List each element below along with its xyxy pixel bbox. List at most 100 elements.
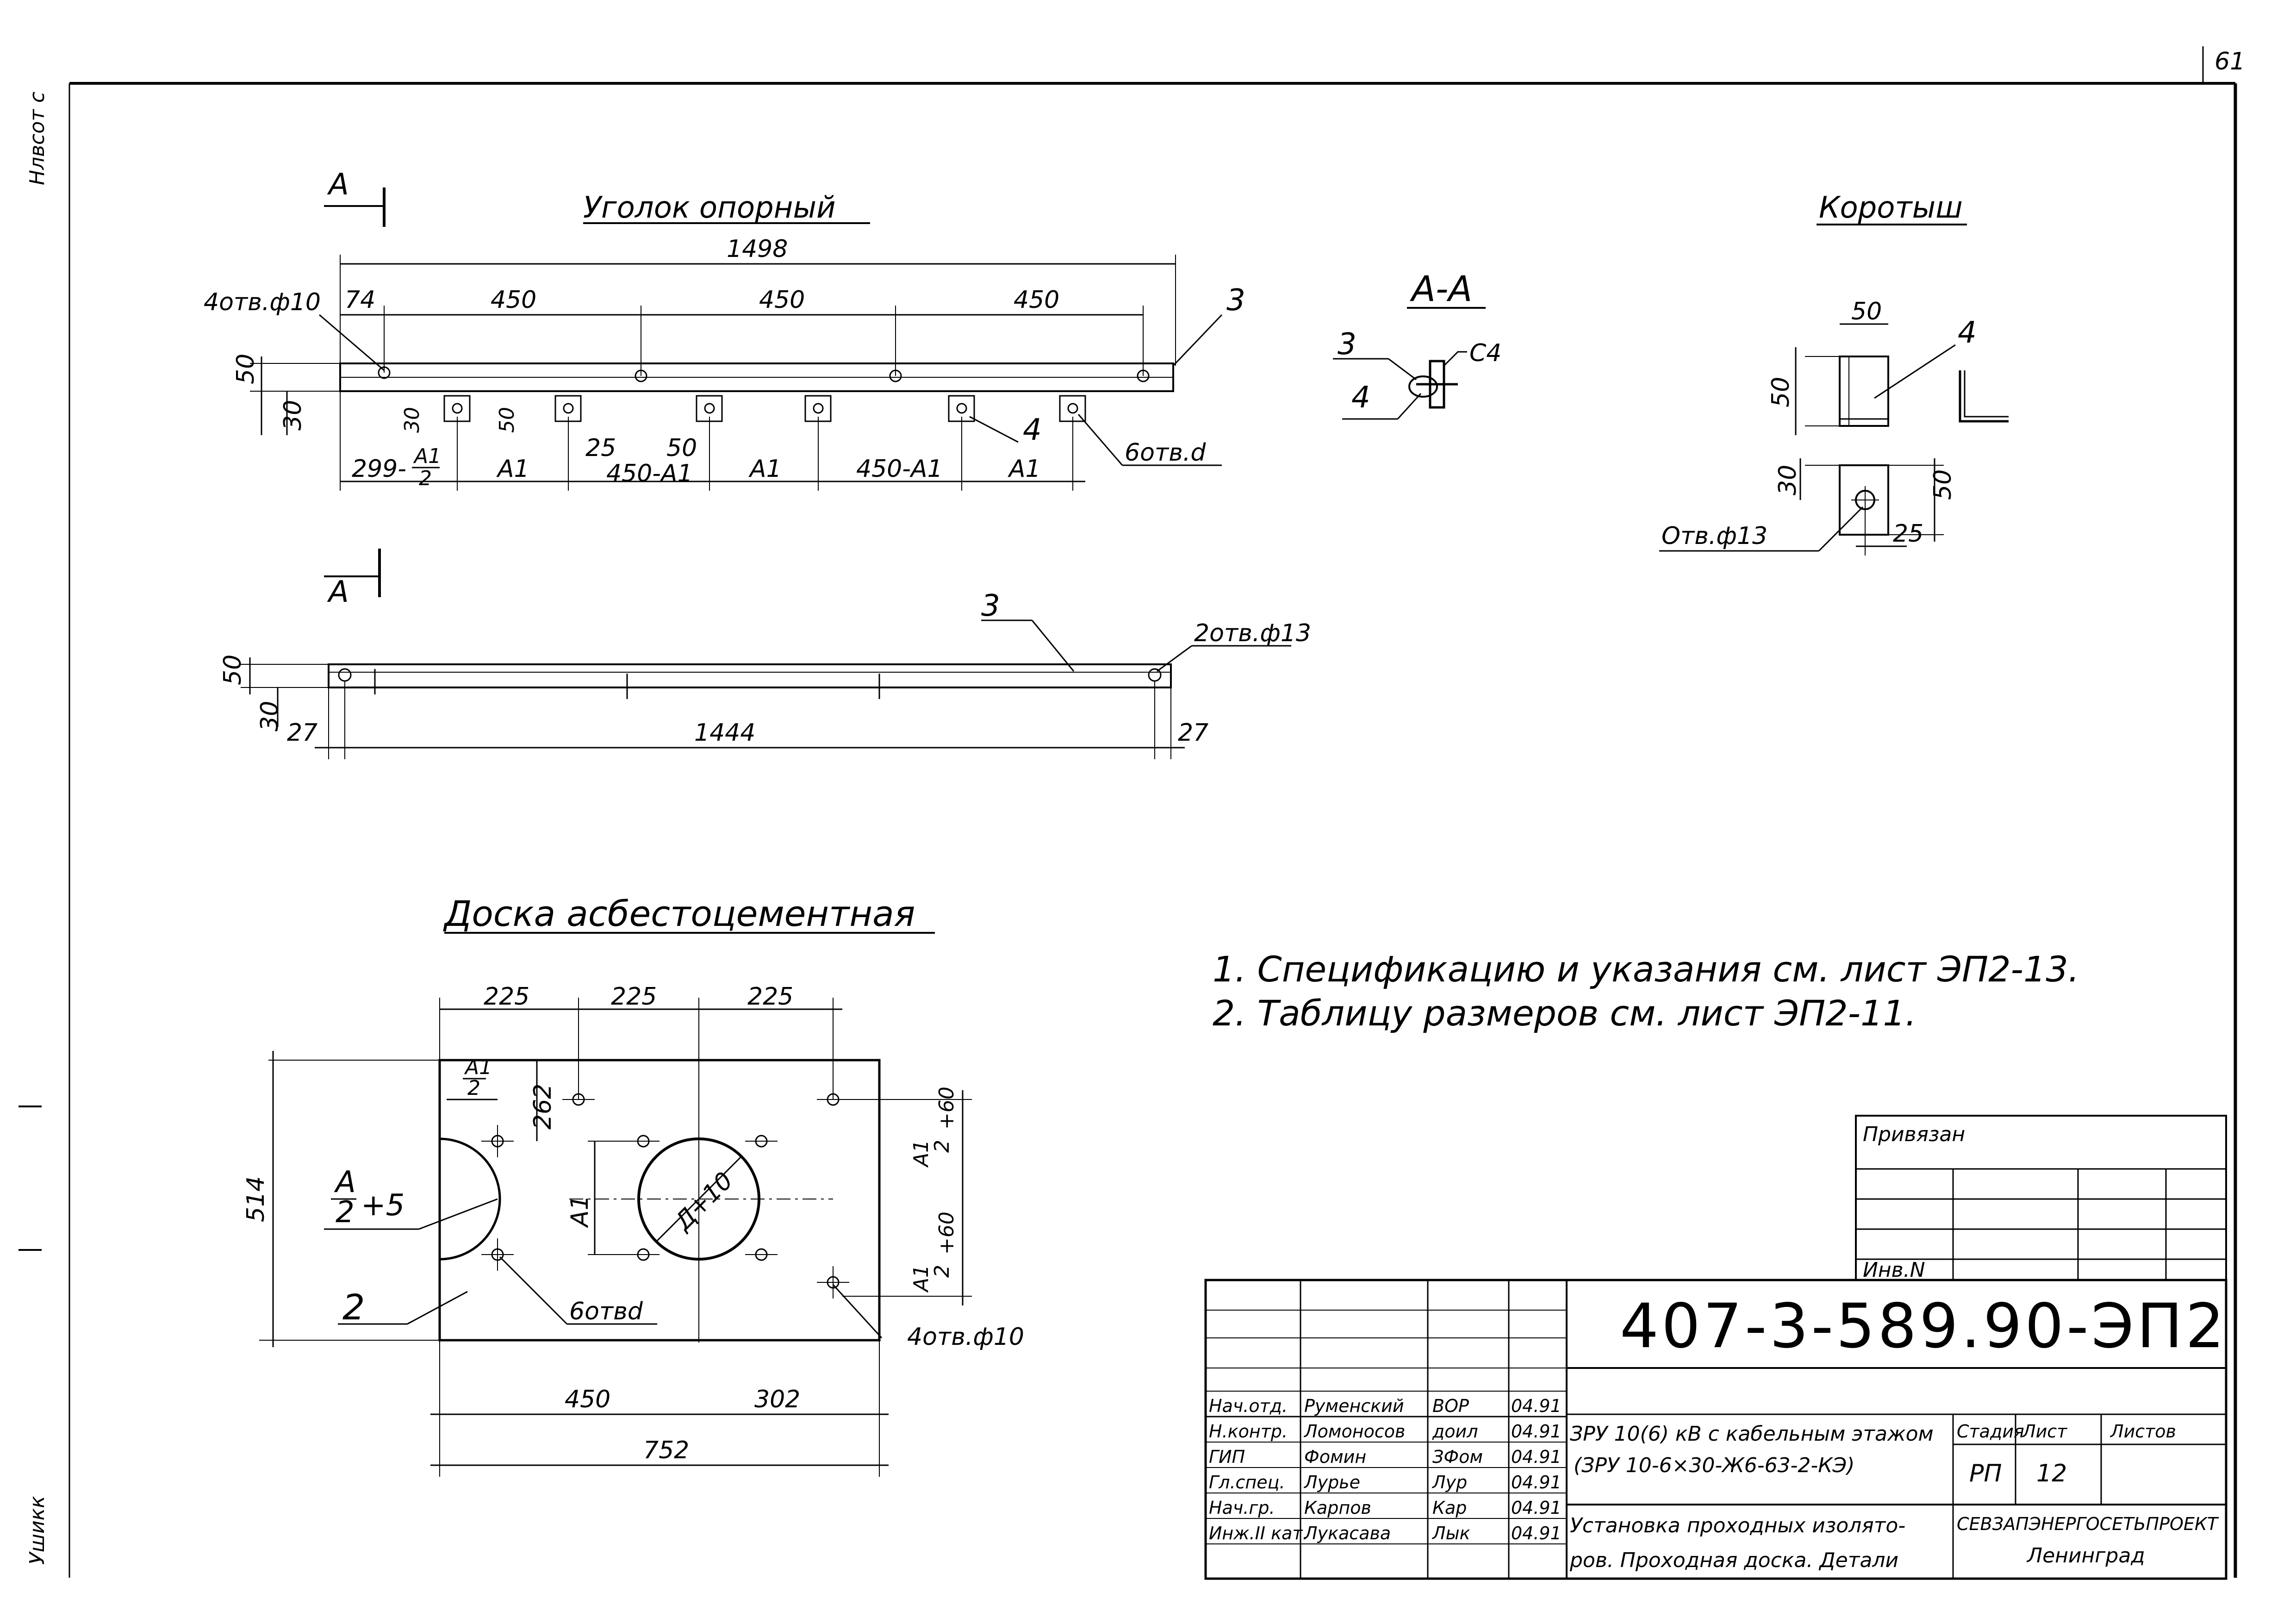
board-dim-450: 450: [565, 1386, 610, 1413]
dim-a1: А1: [496, 455, 529, 483]
label-pos4: 4: [1023, 413, 1042, 447]
dim-a1-den: 2: [419, 467, 432, 490]
tb-role-5: Инж.II кат.: [1209, 1523, 1308, 1543]
tb-sheet-label: Лист: [2022, 1421, 2068, 1442]
aa-label-pos3: 3: [1338, 327, 1356, 362]
tb-date-0: 04.91: [1511, 1396, 1562, 1416]
board-label-pos2: 2: [342, 1287, 365, 1328]
board-dim-225-a: 225: [484, 983, 529, 1011]
tb-sheet-value: 12: [2036, 1460, 2067, 1487]
board-dim-225-c: 225: [747, 983, 793, 1011]
board-dim-rb-num: А1: [909, 1265, 933, 1293]
side-label-holes13: 2отв.ф13: [1194, 619, 1311, 647]
asbestos-board-view: Доска асбестоцементная Д+10: [242, 893, 1024, 1477]
page-number: 61: [2215, 48, 2245, 75]
tb-sign-1: доил: [1432, 1421, 1478, 1442]
board-dim-262: 262: [529, 1084, 557, 1130]
board-dim-rt-num: А1: [909, 1140, 933, 1168]
sp-dim-h50: 50: [1767, 377, 1795, 407]
sheet-frame: [68, 46, 2237, 1578]
tb-stage-label: Стадия: [1957, 1421, 2024, 1442]
angle-support-view: Уголок опорный А 1498 74 450 450 450: [204, 168, 1245, 491]
board-dim-302: 302: [754, 1386, 800, 1413]
board-dim-514: 514: [242, 1176, 270, 1222]
tb-sign-5: Лык: [1431, 1523, 1470, 1543]
board-dim-dia: Д+10: [669, 1167, 738, 1236]
section-mark-bottom: А: [327, 575, 349, 609]
angle-support-title: Уголок опорный: [583, 191, 836, 225]
aa-label-c4: С4: [1469, 339, 1501, 367]
board-dim-a1-half-num: А1: [464, 1056, 492, 1079]
side-dim-l27: 27: [287, 719, 317, 747]
board-dim-left-plus: +5: [361, 1188, 404, 1223]
board-dim-rt-plus: +60: [935, 1087, 958, 1130]
dim-a1-b: А1: [748, 455, 782, 483]
tb-staff-row: Нач.гр. Карпов Кар 04.91: [1209, 1498, 1562, 1518]
tb-code: 407-3-589.90-ЭП2: [1620, 1291, 2227, 1362]
tb-staff-row: Гл.спец. Лурье Лур 04.91: [1209, 1472, 1562, 1493]
tb-name-2: Фомин: [1304, 1447, 1366, 1467]
dim-450-b: 450: [759, 286, 805, 314]
tb-sign-3: Лур: [1431, 1472, 1467, 1493]
dim-total: 1498: [727, 235, 788, 263]
label-holes10: 4отв.ф10: [204, 288, 321, 316]
side-dim-1444: 1444: [694, 719, 755, 747]
tb-stage-value: РП: [1969, 1460, 2002, 1487]
section-aa-view: А-А 3 4 С4: [1333, 268, 1501, 420]
dim-450-a: 450: [491, 286, 536, 314]
side-dim-h50: 50: [219, 655, 247, 685]
sp-dim-h30: 30: [1774, 465, 1802, 495]
tb-project-line2: (ЗРУ 10-6×30-Ж6-63-2-КЭ): [1574, 1454, 1854, 1477]
tb-inv-label: Инв.N: [1863, 1258, 1925, 1282]
tb-staff-row: Н.контр. Ломоносов доил 04.91: [1209, 1421, 1562, 1442]
tb-name-0: Руменский: [1304, 1396, 1404, 1416]
tb-desc-line2: ров. Проходная доска. Детали: [1569, 1549, 1898, 1572]
board-title: Доска асбестоцементная: [443, 893, 915, 934]
board-label-holes10: 4отв.ф10: [907, 1323, 1024, 1351]
board-dim-rt-den: 2: [930, 1140, 954, 1153]
tb-date-1: 04.91: [1511, 1421, 1562, 1442]
notes-block: 1. Спецификацию и указания см. лист ЭП2-…: [1213, 949, 2079, 1034]
tb-staff-row: ГИП Фомин ЗФом 04.91: [1209, 1447, 1562, 1467]
board-dim-left-den: 2: [336, 1195, 355, 1230]
side-stamp-top: Нлвсот с: [25, 92, 49, 185]
angle-side-view: А 50 30 27 27 1444 3 2отв.ф13: [219, 549, 1311, 759]
board-dim-rb-plus: +60: [935, 1212, 958, 1255]
side-dim-r27: 27: [1178, 719, 1208, 747]
board-dim-rb-den: 2: [930, 1265, 954, 1278]
board-label-holes-d: 6отвd: [569, 1298, 643, 1325]
tb-role-1: Н.контр.: [1209, 1421, 1288, 1442]
tb-date-5: 04.91: [1511, 1523, 1562, 1543]
tb-role-2: ГИП: [1209, 1447, 1245, 1467]
dim-25: 25: [585, 434, 616, 462]
tb-org-line1: СЕВЗАПЭНЕРГОСЕТЬПРОЕКТ: [1957, 1514, 2219, 1534]
note-2: 2. Таблицу размеров см. лист ЭП2-11.: [1213, 993, 1916, 1034]
aa-label-pos4: 4: [1351, 381, 1370, 415]
dim-450-a1-b: 450-А1: [856, 455, 943, 483]
tb-date-4: 04.91: [1511, 1498, 1562, 1518]
board-dim-a1-half-den: 2: [467, 1076, 480, 1100]
section-aa-title: А-А: [1409, 268, 1472, 309]
board-dim-225-b: 225: [611, 983, 657, 1011]
dim-a1-c: А1: [1008, 455, 1041, 483]
side-dim-h30: 30: [256, 701, 284, 731]
board-dim-752: 752: [643, 1437, 689, 1464]
dim-450-a1: 450-А1: [606, 460, 693, 487]
sp-label-pos4: 4: [1958, 316, 1977, 350]
tb-sign-0: ВОР: [1432, 1396, 1469, 1416]
tb-name-4: Карпов: [1304, 1498, 1371, 1518]
dim-50: 50: [666, 434, 697, 462]
dim-h50b: 50: [495, 407, 519, 433]
short-piece-view: Коротыш 50 50 4 30 50 25 Отв.ф13: [1659, 191, 2009, 556]
label-pos3: 3: [1226, 283, 1245, 318]
dim-450-c: 450: [1014, 286, 1059, 314]
sp-dim-25: 25: [1893, 520, 1923, 548]
side-label-pos3: 3: [981, 589, 1000, 623]
dim-74: 74: [345, 286, 375, 314]
tb-project-line1: ЗРУ 10(6) кВ с кабельным этажом: [1570, 1422, 1934, 1446]
sp-dim-h50b: 50: [1929, 469, 1957, 500]
tb-role-0: Нач.отд.: [1209, 1396, 1288, 1416]
sp-label-hole13: Отв.ф13: [1661, 522, 1767, 550]
dim-h30: 30: [279, 400, 307, 431]
dim-h50: 50: [232, 354, 260, 384]
